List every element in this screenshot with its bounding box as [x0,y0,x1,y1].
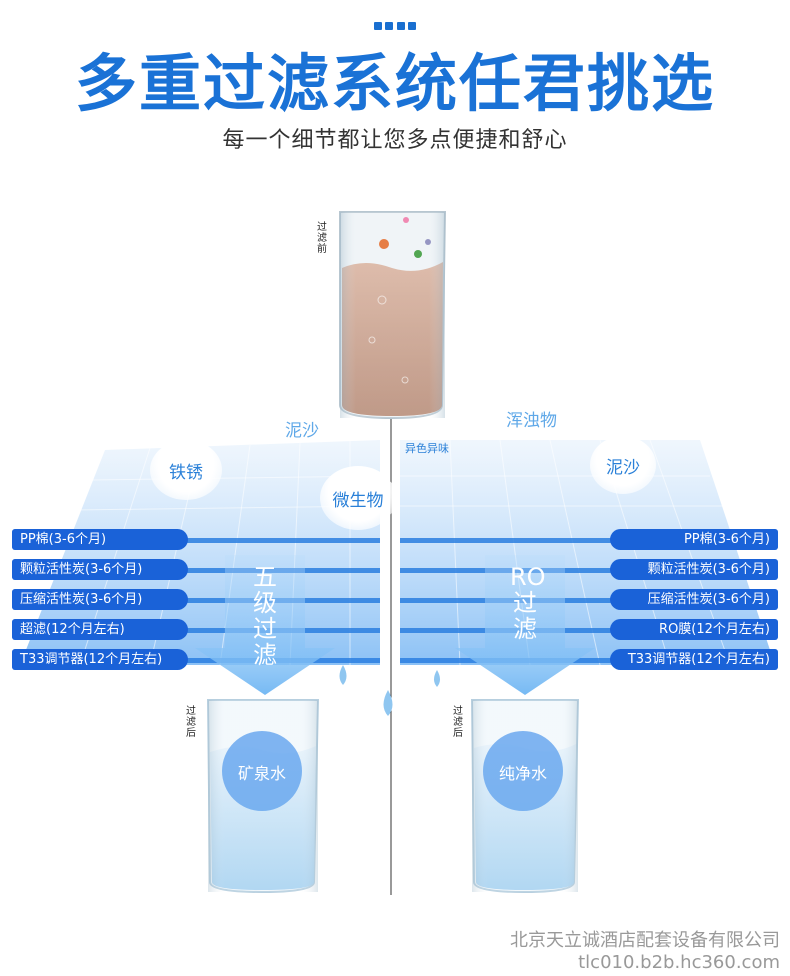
left-stage-granular-carbon: 颗粒活性炭(3-6个月) [12,559,188,580]
impurity-microbe: 微生物 [332,490,384,511]
pure-water-label: 纯净水 [498,764,547,783]
impurity-sand-right: 泥沙 [606,457,640,478]
left-stage-t33: T33调节器(12个月左右) [12,649,188,670]
impurity-turbidity: 浑浊物 [506,411,557,431]
right-arrow-text: RO过滤 [510,563,546,643]
glass-right [470,699,580,894]
left-arrow-text: 五级过滤 [253,563,277,669]
left-stage-compressed-carbon: 压缩活性炭(3-6个月) [12,589,188,610]
before-filter-label: 过滤前 [317,222,327,255]
after-filter-label-right: 过滤后 [453,706,463,739]
page-subtitle: 每一个细节都让您多点便捷和舒心 [222,128,568,153]
right-stage-compressed-carbon: 压缩活性炭(3-6个月) [610,589,778,610]
glass-left [206,699,320,894]
right-stage-ro-membrane: RO膜(12个月左右) [610,619,778,640]
impurity-odor: 异色异味 [405,442,449,455]
impurity-microbe-bubble: 微生物 [320,466,396,530]
right-stage-granular-carbon: 颗粒活性炭(3-6个月) [610,559,778,580]
impurity-rust: 铁锈 [169,462,203,483]
mineral-water-label: 矿泉水 [237,764,286,783]
glass-before [339,211,447,420]
footer-url: tlc010.b2b.hc360.com [578,952,780,973]
right-down-arrow [455,555,595,695]
impurity-sand-top: 泥沙 [285,421,319,441]
header-dots-decoration [374,22,416,30]
footer-company: 北京天立诚酒店配套设备有限公司 [510,930,780,951]
impurity-sand-right-bubble: 泥沙 [590,436,656,494]
after-filter-label-left: 过滤后 [186,706,196,739]
right-stage-pp-cotton: PP棉(3-6个月) [610,529,778,550]
left-down-arrow [195,555,335,695]
left-stage-ultrafiltration: 超滤(12个月左右) [12,619,188,640]
left-stage-pp-cotton: PP棉(3-6个月) [12,529,188,550]
page-title: 多重过滤系统任君挑选 [74,47,715,120]
right-stage-t33: T33调节器(12个月左右) [610,649,778,670]
impurity-rust-bubble: 铁锈 [150,440,222,500]
